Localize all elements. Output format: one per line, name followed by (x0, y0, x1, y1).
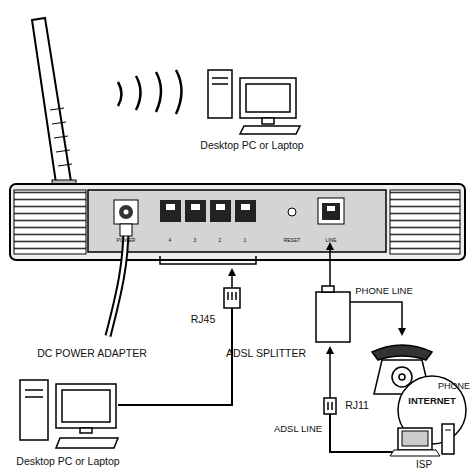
port-label: RESET (284, 238, 301, 244)
connector-label: RJ45 (191, 314, 216, 326)
antenna (32, 18, 76, 190)
lan-cable (118, 256, 256, 405)
wifi-waves (118, 70, 182, 114)
router-body (10, 184, 465, 260)
phone-label: PHONE (438, 382, 470, 392)
port-number: 1 (244, 238, 247, 244)
connector-label: RJ11 (345, 400, 369, 412)
isp-label: ISP (416, 459, 432, 470)
desktop-pc-icon (20, 380, 118, 448)
splitter-label: ADSL SPLITTER (226, 348, 306, 360)
port-number: 4 (169, 238, 172, 244)
cloud-label: INTERNET (408, 396, 456, 406)
port-number: 3 (194, 238, 197, 244)
line-label: ADSL LINE (274, 424, 322, 434)
port-number: 2 (219, 238, 222, 244)
pc-label: Desktop PC or Laptop (16, 456, 119, 468)
port-label: LINE (325, 238, 336, 244)
cable-label: DC POWER ADAPTER (37, 348, 147, 360)
desktop-pc-icon (208, 70, 300, 134)
pc-label: Desktop PC or Laptop (200, 140, 303, 152)
port-label: POWER (117, 238, 136, 244)
line-label: PHONE LINE (355, 286, 413, 296)
